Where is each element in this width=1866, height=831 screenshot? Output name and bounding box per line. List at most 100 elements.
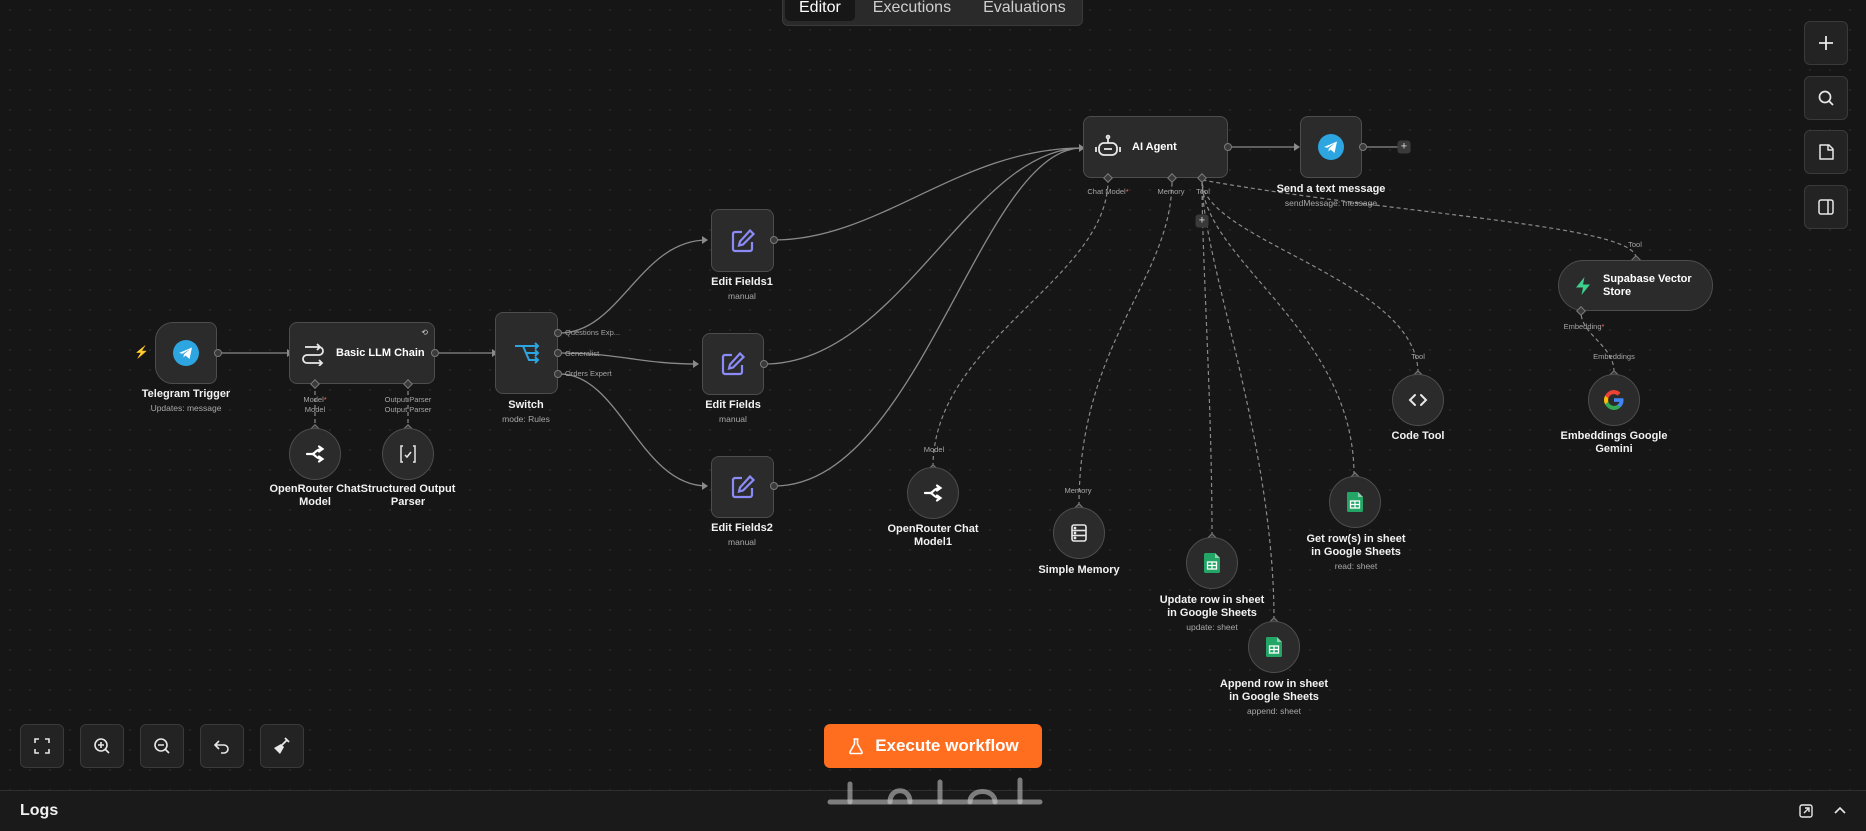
switch-output-port-3[interactable]: [554, 370, 562, 378]
edge-switch-editfields1: [559, 239, 708, 334]
code-icon: [1408, 394, 1428, 406]
chain-model-port-label: Model*: [303, 395, 327, 404]
logs-panel[interactable]: Logs: [0, 790, 1866, 831]
edge-editfields1-agent: [773, 147, 1083, 241]
edge-editfields2-agent: [773, 147, 1083, 487]
fit-view-icon: [34, 738, 50, 754]
broom-icon: [274, 737, 290, 754]
structured-output-parser-node[interactable]: [382, 428, 434, 480]
code-tool-node[interactable]: [1392, 374, 1444, 426]
switch-output-label-1: Questions Exp...: [565, 328, 621, 337]
edit-fields1-node[interactable]: [711, 209, 774, 272]
ai-agent-tool-label: Tool: [1196, 187, 1210, 196]
simple-memory-label: Simple Memory: [1038, 564, 1120, 576]
pop-out-icon[interactable]: [1798, 803, 1814, 819]
openrouter-icon: [923, 484, 943, 502]
update-row-node[interactable]: [1186, 537, 1238, 589]
edge-update-agent: [1201, 179, 1213, 537]
parser-output-label: Output Parser: [384, 405, 432, 414]
google-icon: [1604, 390, 1624, 410]
switch-node[interactable]: [495, 312, 558, 394]
zoom-in-button[interactable]: [80, 724, 124, 768]
telegram-trigger-output-port[interactable]: [214, 349, 222, 357]
ai-agent-output-port[interactable]: [1224, 143, 1232, 151]
zoom-in-icon: [94, 738, 110, 754]
tab-editor[interactable]: Editor: [785, 0, 855, 21]
switch-icon: [514, 342, 539, 364]
telegram-trigger-node[interactable]: [155, 322, 217, 384]
supabase-tool-output-label: Tool: [1628, 240, 1642, 249]
panel-icon: [1818, 199, 1834, 215]
edge-codetool-agent: [1201, 179, 1419, 374]
search-nodes-button[interactable]: [1804, 76, 1848, 120]
google-sheets-icon: [1266, 637, 1282, 657]
switch-output-port-2[interactable]: [554, 349, 562, 357]
add-next-node-plus-icon[interactable]: +: [1397, 140, 1411, 154]
embeddings-output-label: Embeddings: [1593, 352, 1635, 361]
simple-memory-node[interactable]: [1053, 507, 1105, 559]
edge-switch-editfields2: [559, 373, 708, 487]
chain-parser-port-label: Output Parser: [384, 395, 432, 404]
clear-execution-button[interactable]: [260, 724, 304, 768]
fit-view-button[interactable]: [20, 724, 64, 768]
sticky-note-icon: [1819, 144, 1834, 160]
openrouter-icon: [305, 445, 325, 463]
zoom-out-button[interactable]: [140, 724, 184, 768]
database-icon: [1071, 524, 1087, 542]
append-row-node[interactable]: [1248, 621, 1300, 673]
openrouter-chat-model1-node[interactable]: [907, 467, 959, 519]
edit-fields-output-port[interactable]: [760, 360, 768, 368]
ai-agent-memory-label: Memory: [1157, 187, 1185, 196]
connections-layer: [218, 143, 1637, 621]
edge-memory-agent: [1078, 179, 1173, 507]
edit-fields2-output-port[interactable]: [770, 482, 778, 490]
edit-fields2-node[interactable]: [711, 456, 774, 518]
supabase-icon: [1576, 276, 1590, 295]
code-tool-output-label: Tool: [1411, 352, 1425, 361]
zoom-out-icon: [154, 738, 170, 754]
execute-workflow-button[interactable]: Execute workflow: [824, 724, 1042, 768]
pencil-icon: [721, 351, 746, 376]
get-rows-node[interactable]: [1329, 476, 1381, 528]
pencil-icon: [731, 228, 755, 252]
switch-output-port-1[interactable]: [554, 329, 562, 337]
add-node-button[interactable]: [1804, 21, 1848, 65]
view-tabs: Editor Executions Evaluations: [782, 0, 1083, 26]
edge-getrows-agent: [1201, 179, 1355, 476]
send-message-output-port[interactable]: [1359, 143, 1367, 151]
chain-output-port[interactable]: [431, 349, 439, 357]
undo-button[interactable]: [200, 724, 244, 768]
edit-fields1-output-port[interactable]: [770, 236, 778, 244]
toggle-panel-button[interactable]: [1804, 185, 1848, 229]
trigger-bolt-icon: ⚡: [134, 345, 149, 359]
undo-icon: [213, 740, 229, 754]
ai-agent-node[interactable]: AI Agent: [1083, 116, 1228, 178]
plus-icon: [1819, 36, 1833, 50]
send-text-message-node[interactable]: [1300, 116, 1362, 178]
edge-supabase-agent: [1201, 179, 1637, 259]
tab-executions[interactable]: Executions: [872, 0, 952, 16]
logs-title: Logs: [20, 802, 59, 819]
embeddings-gemini-node[interactable]: [1588, 374, 1640, 426]
basic-llm-chain-node[interactable]: Basic LLM Chain ⟲: [289, 322, 435, 384]
tab-evaluations[interactable]: Evaluations: [983, 0, 1066, 16]
openrouter-chat-model-node[interactable]: [289, 428, 341, 480]
flask-icon: [849, 738, 864, 755]
chevron-up-icon[interactable]: [1832, 803, 1848, 819]
pencil-icon: [731, 474, 755, 499]
sticky-note-button[interactable]: [1804, 130, 1848, 174]
add-tool-plus-icon[interactable]: +: [1195, 214, 1209, 228]
edit-fields-node[interactable]: [702, 333, 764, 395]
switch-output-label-2: Generalist: [565, 349, 600, 358]
search-icon: [1818, 90, 1834, 106]
